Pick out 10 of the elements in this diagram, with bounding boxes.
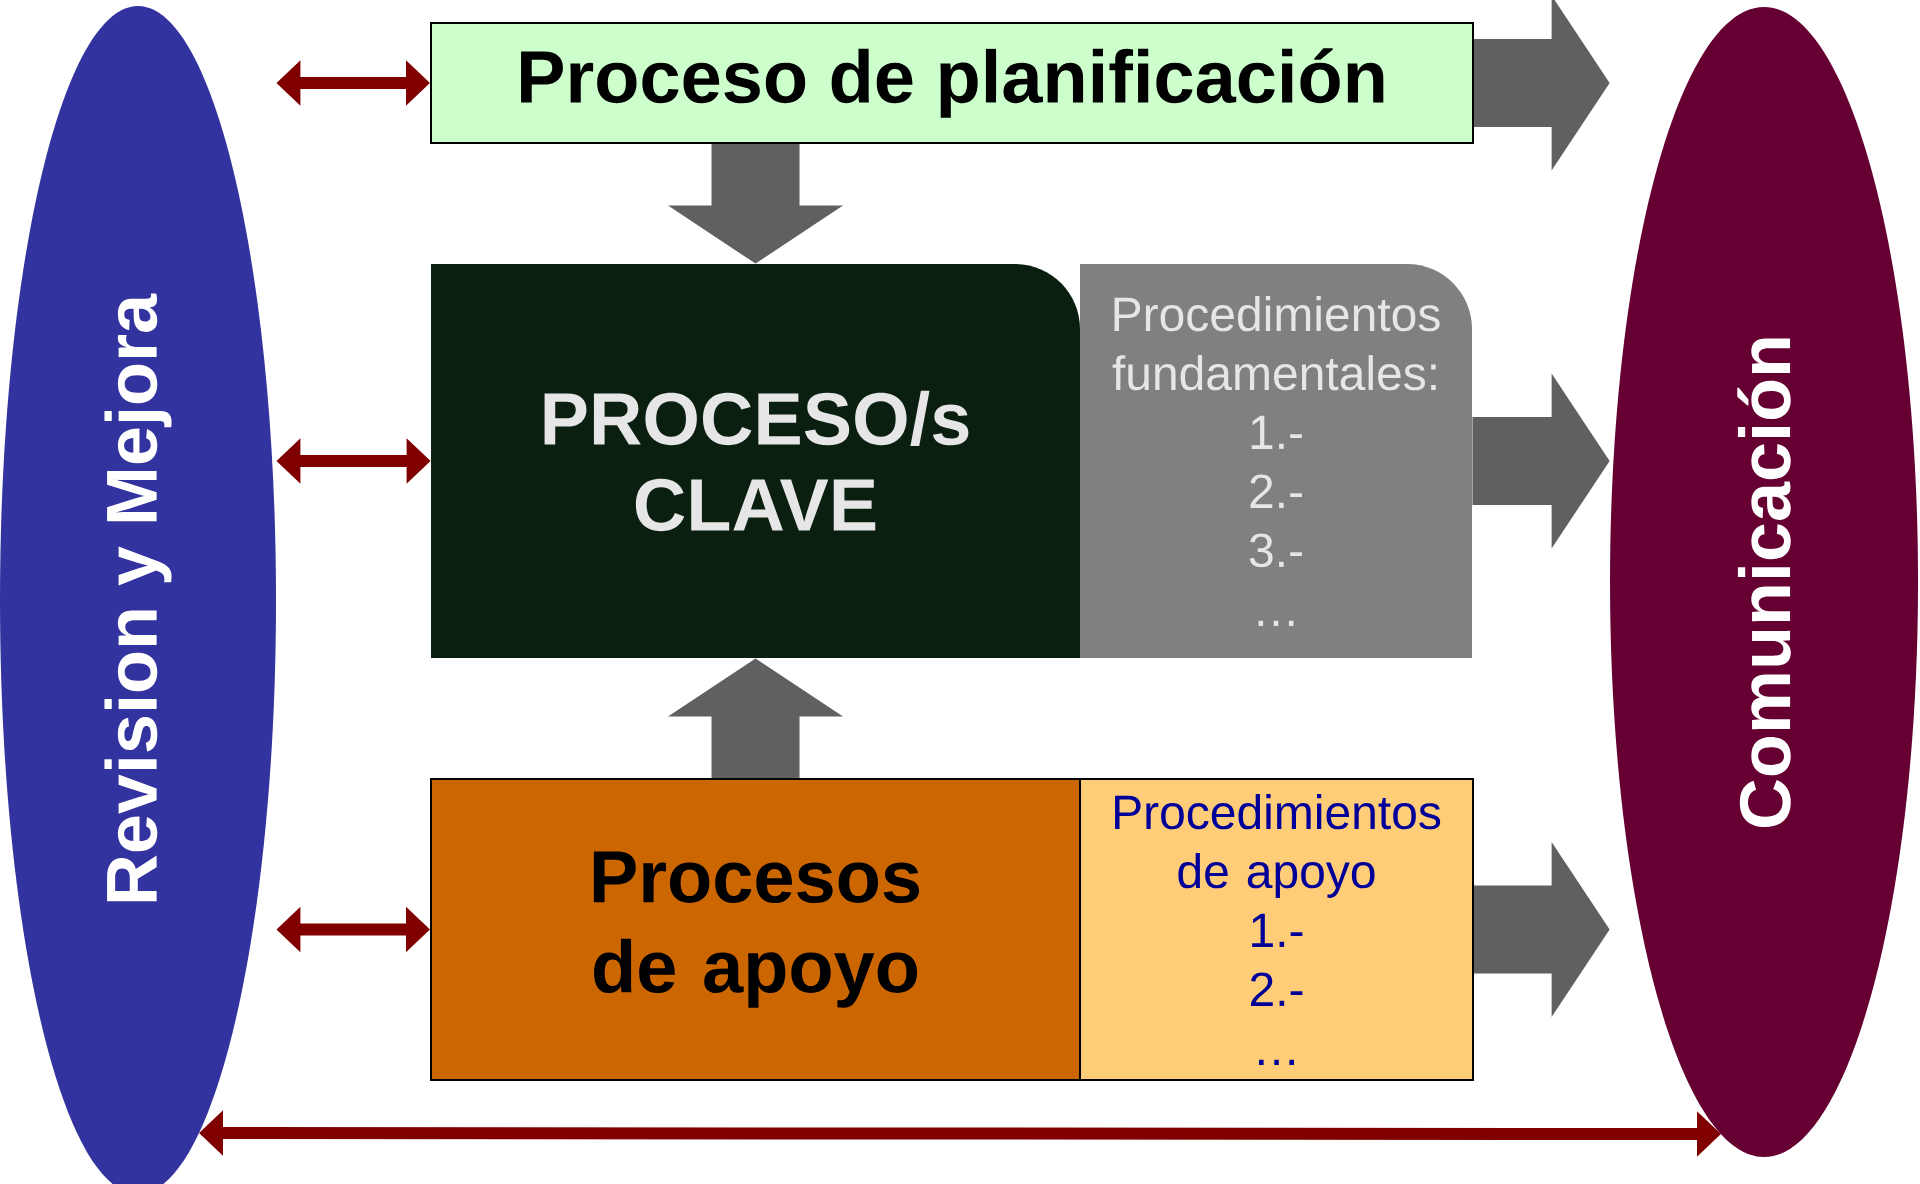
procedure-panel: Procedimientos fundamentales: 1.- 2.- 3.- … (1080, 264, 1472, 658)
arrow (668, 144, 843, 264)
process-box: Procesos de apoyo (430, 778, 1081, 1081)
arrow (668, 658, 843, 778)
process-box: Proceso de planificación (430, 22, 1474, 144)
procedure-panel: Procedimientos de apoyo 1.- 2.- … (1079, 778, 1474, 1081)
arrow (1472, 373, 1610, 549)
arrow (1474, 842, 1610, 1017)
process-box: PROCESO/s CLAVE (431, 264, 1080, 658)
arrow (1474, 0, 1610, 171)
